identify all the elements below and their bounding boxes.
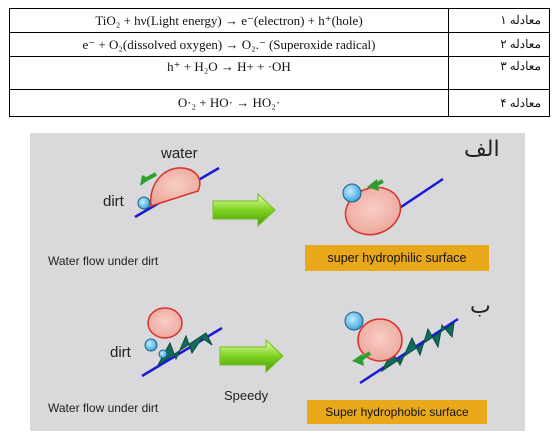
equation-3: h⁺ + H₂O → H+ + ·OH [9, 56, 449, 90]
panel-letter-alef: الف [464, 137, 500, 162]
water-droplet [344, 186, 402, 236]
equation-3-label: معادله ۳ [448, 56, 550, 90]
equation-1: TiO₂ + hν(Light energy) → e⁻(electron) +… [9, 8, 449, 33]
bottom-left-scene [141, 307, 223, 378]
self-cleaning-figure: water dirt Water flow under dirt super h… [30, 133, 525, 431]
water-droplet [357, 318, 403, 362]
surface-spikes [380, 321, 455, 373]
speedy-label: Speedy [224, 388, 269, 403]
flow-arrow-stem [370, 179, 384, 189]
transition-arrow-top [212, 192, 276, 228]
equation-4-label: معادله ۴ [448, 89, 550, 117]
transition-arrow-bottom [219, 338, 284, 374]
equation-2-label: معادله ۲ [448, 32, 550, 57]
bottom-right-scene [344, 311, 459, 385]
top-left-scene [134, 166, 220, 219]
surface-line [141, 326, 223, 378]
dirt-label-bottom: dirt [110, 344, 131, 361]
water-droplet [147, 307, 183, 339]
equations-table: TiO₂ + hν(Light energy) → e⁻(electron) +… [9, 8, 550, 117]
top-right-scene [342, 177, 444, 236]
dirt-label-top: dirt [103, 193, 124, 210]
flow-arrow-stem [356, 351, 372, 363]
equation-1-label: معادله ۱ [448, 8, 550, 33]
right-arrow-icon [212, 192, 276, 228]
water-label: water [161, 145, 198, 162]
water-droplet [150, 167, 201, 207]
equation-4: O·₂ + HO· → HO₂· [9, 89, 449, 117]
hydrophobic-surface-label: Super hydrophobic surface [307, 400, 487, 424]
dirt-particle [342, 183, 362, 203]
equation-2: e⁻ + O₂(dissolved oxygen) → O₂.⁻ (Supero… [9, 32, 449, 57]
figure-illustration [134, 166, 459, 385]
caption-top: Water flow under dirt [48, 254, 159, 268]
dirt-particle [144, 338, 158, 352]
flow-arrow-stem [144, 172, 157, 182]
panel-letter-be: ب [470, 294, 491, 319]
right-arrow-icon [219, 338, 284, 374]
hydrophilic-surface-label: super hydrophilic surface [305, 245, 489, 271]
surface-spikes [157, 332, 213, 366]
dirt-particle [344, 311, 364, 331]
caption-bottom: Water flow under dirt [48, 401, 159, 415]
dirt-particle [137, 196, 151, 210]
dirt-particle-small [158, 349, 168, 359]
